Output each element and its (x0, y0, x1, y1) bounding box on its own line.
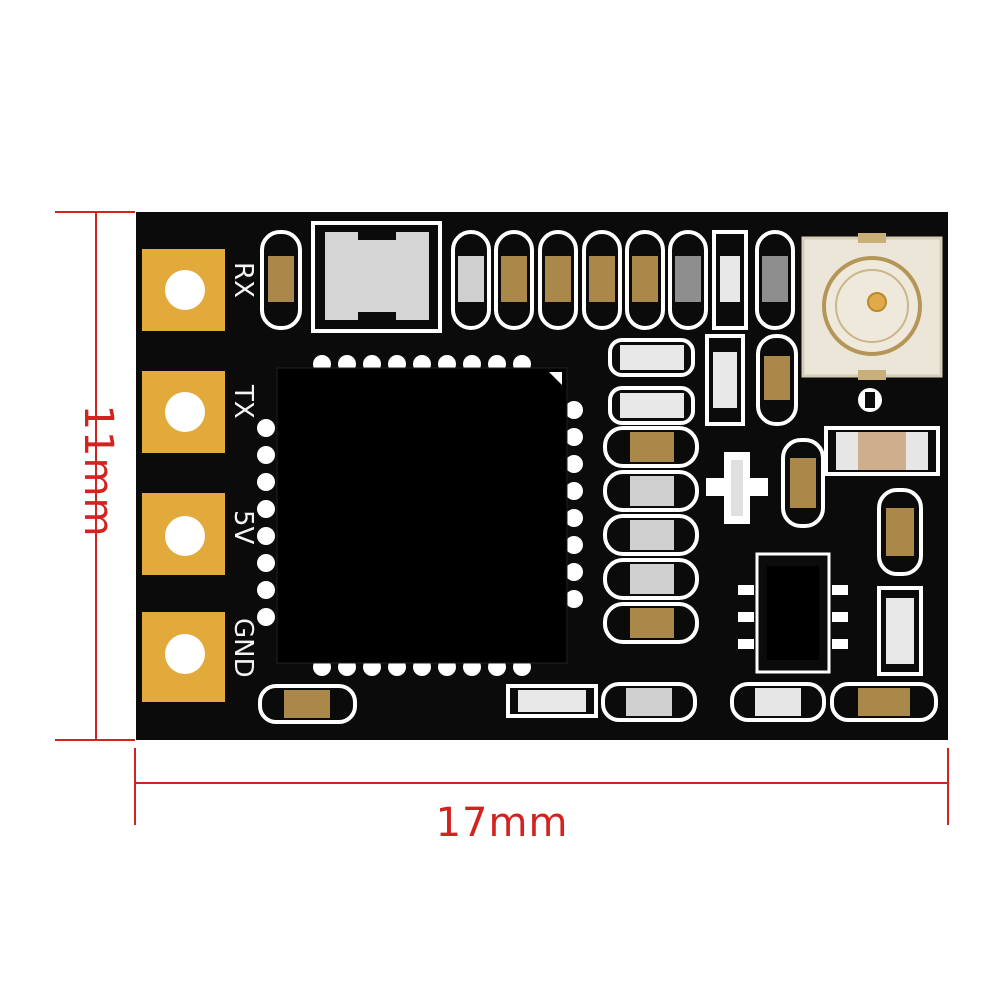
mcu-chip (257, 355, 583, 676)
pad-rx (142, 249, 225, 331)
antenna-connector (801, 233, 943, 412)
crystal (311, 221, 442, 333)
pad-tx (142, 371, 225, 453)
pad-label-gnd: GND (228, 618, 258, 678)
chip-leads-left (257, 419, 275, 626)
dimension-lines (55, 211, 949, 825)
pad-5v (142, 493, 225, 575)
middle-components (603, 334, 940, 676)
top-capacitor-row (260, 230, 795, 330)
height-dimension-label: 11mm (75, 404, 121, 538)
pad-label-5v: 5V (228, 510, 258, 545)
bottom-components (258, 682, 938, 724)
chip-leads-right (565, 401, 583, 608)
solder-pads (142, 249, 225, 702)
pad-gnd (142, 612, 225, 702)
pad-label-tx: TX (228, 385, 258, 419)
width-dimension-label: 17mm (435, 800, 569, 846)
pad-label-rx: RX (228, 262, 258, 298)
small-ic (738, 552, 848, 674)
